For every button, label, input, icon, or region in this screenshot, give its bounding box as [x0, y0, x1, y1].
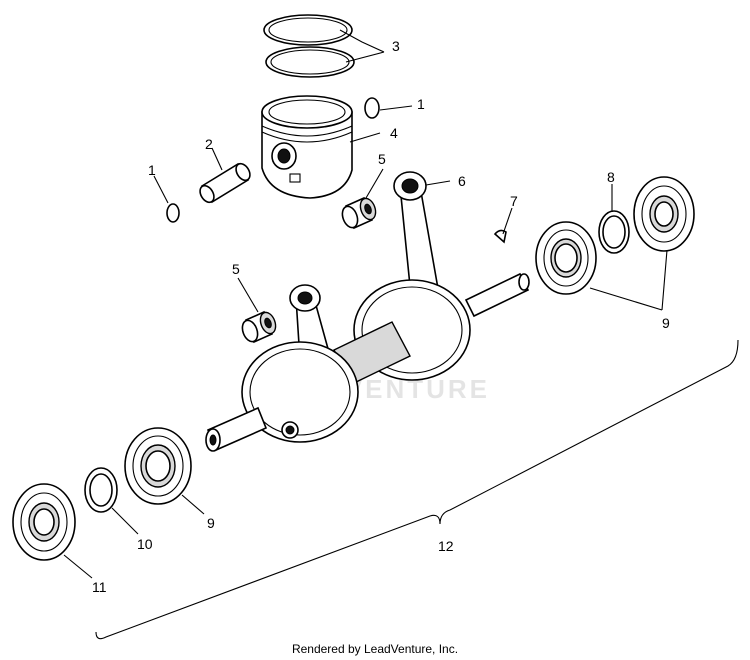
ring-left: [84, 467, 118, 513]
callout-1-top: 1: [417, 96, 425, 112]
leader-3b: [345, 51, 385, 63]
leader-1-top: [379, 105, 413, 111]
callout-5-top: 5: [378, 151, 386, 167]
callout-7: 7: [510, 193, 518, 209]
callout-4: 4: [390, 125, 398, 141]
leader-6: [425, 180, 451, 186]
piston-rings: [263, 14, 355, 78]
leader-4: [349, 132, 381, 143]
callout-5-mid: 5: [232, 261, 240, 277]
leader-1-left: [153, 175, 169, 204]
callout-12: 12: [438, 538, 454, 554]
piston-pin: [199, 162, 251, 204]
circlip-top: [364, 97, 380, 119]
leader-11: [63, 554, 93, 579]
leader-2: [211, 147, 223, 171]
callout-6: 6: [458, 173, 466, 189]
callout-3: 3: [392, 38, 400, 54]
leader-9-right-b: [661, 249, 668, 311]
leader-5-mid: [237, 277, 259, 313]
oil-seal-left: [12, 483, 76, 561]
needle-bearing-mid: [241, 310, 277, 344]
leader-9-left: [181, 494, 205, 515]
crankshaft: [205, 272, 530, 452]
circlip-left: [166, 203, 180, 223]
thrust-ring: [598, 210, 630, 254]
callout-9-right: 9: [662, 315, 670, 331]
connecting-rod: [289, 171, 441, 361]
piston: [261, 95, 353, 199]
callout-9-left: 9: [207, 515, 215, 531]
woodruff-key: [493, 229, 507, 244]
leader-10: [111, 507, 139, 535]
callout-1-left: 1: [148, 162, 156, 178]
callout-10: 10: [137, 536, 153, 552]
leader-3a: [339, 29, 385, 53]
footer-credit: Rendered by LeadVenture, Inc.: [292, 642, 458, 656]
callout-11: 11: [92, 579, 107, 595]
callout-8: 8: [607, 169, 615, 185]
main-bearing-left: [124, 427, 192, 505]
leader-9-right-a: [589, 287, 663, 311]
main-bearing-right-inner: [535, 221, 597, 295]
callout-2: 2: [205, 136, 213, 152]
needle-bearing-top: [341, 196, 377, 230]
oil-seal-right: [633, 176, 695, 252]
leader-7: [502, 207, 513, 235]
leader-5-top: [365, 168, 384, 199]
assembly-bracket-12: [95, 339, 739, 640]
